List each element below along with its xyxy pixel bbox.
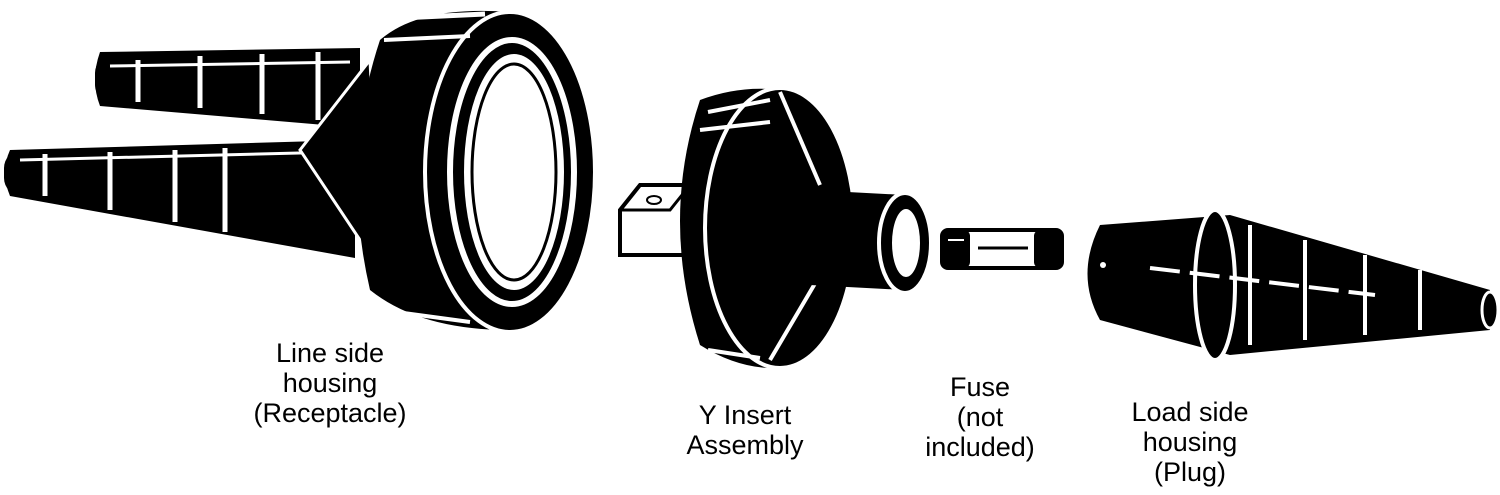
y-insert-spout [810,190,933,295]
label-line: (not [956,402,1004,432]
label-line: (Plug) [1153,457,1227,487]
line-side-housing-drawing [4,10,597,334]
mounting-tab [618,183,692,257]
label-line: included) [925,432,1035,462]
label-line: (Receptacle) [253,398,407,428]
y-insert-assembly-drawing [618,86,933,370]
fuse-label: Fuse (not included) [895,372,1065,462]
label-line: Assembly [686,430,804,460]
label-line: Line side [275,338,385,368]
upper-hose-tube [95,48,360,128]
line-side-housing-label: Line side housing (Receptacle) [230,338,430,428]
load-side-housing-label: Load side housing (Plug) [1095,397,1285,487]
lower-hose-tube [4,140,355,258]
y-insert-assembly-label: Y Insert Assembly [655,400,835,460]
label-line: Load side [1131,397,1249,427]
receptacle-body [357,10,597,334]
label-line: Fuse [949,372,1011,402]
label-line: Y Insert [698,400,792,430]
label-line: housing [282,368,378,398]
load-side-housing-drawing [1087,208,1500,362]
label-line: housing [1142,427,1238,457]
y-insert-disc [680,86,857,370]
fuse-drawing [940,228,1064,270]
